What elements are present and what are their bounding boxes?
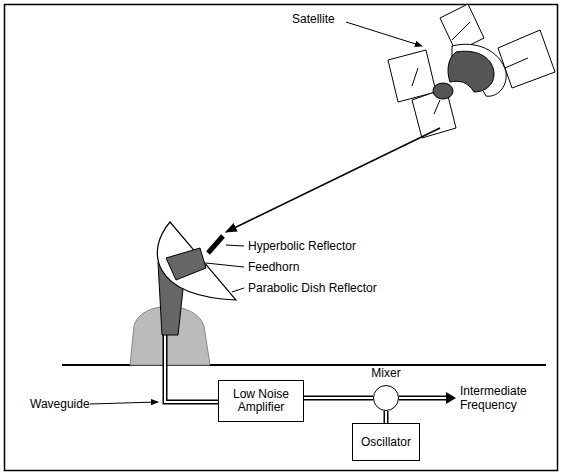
part-label: Parabolic Dish Reflector (248, 281, 377, 295)
leader-line (232, 288, 244, 292)
node-text: Oscillator (361, 436, 411, 449)
part-label: Feedhorn (248, 260, 299, 274)
feedhorn (166, 248, 206, 280)
hyperbolic-reflector (208, 236, 223, 253)
double-line-connector (386, 411, 387, 423)
oscillator-box: Oscillator (352, 423, 420, 461)
node-text: Low Noise Amplifier (219, 388, 303, 414)
leader-line (206, 263, 244, 267)
signal-arrow (226, 128, 440, 232)
mixer-circle: Mixer (373, 385, 399, 411)
double-line-connector (304, 398, 373, 399)
node-text: Mixer (371, 367, 400, 380)
leader-line (226, 245, 244, 246)
part-label: Intermediate Frequency (460, 384, 552, 412)
part-label: Satellite (292, 12, 335, 26)
output-line (399, 392, 456, 404)
frame (5, 5, 558, 471)
parabolic-dish (157, 222, 236, 300)
satellite-drawing (388, 4, 555, 138)
waveguide-line (165, 330, 218, 402)
leader-arrow (90, 402, 158, 404)
part-label: Waveguide (30, 397, 90, 411)
leader-arrow (346, 22, 422, 46)
part-label: Hyperbolic Reflector (248, 239, 356, 253)
amplifier-box: Low Noise Amplifier (218, 380, 304, 422)
